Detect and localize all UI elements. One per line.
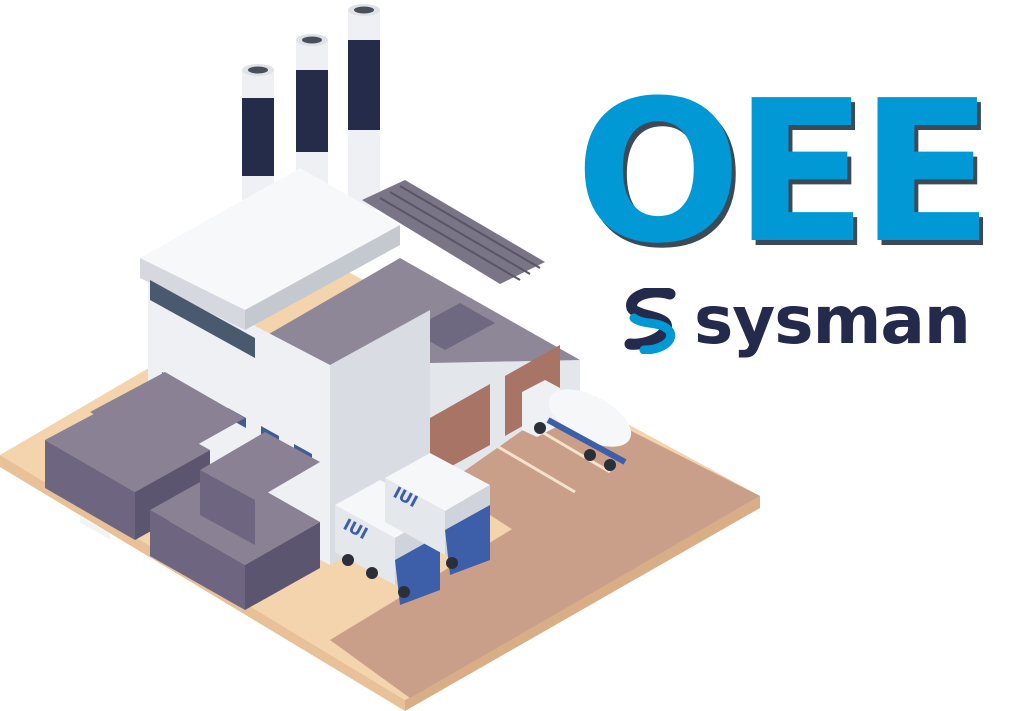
box-truck [385,453,490,575]
sysman-brand: sysman [622,282,971,359]
tanker-truck [522,380,632,471]
oee-title: OEE [575,59,993,287]
shipping-containers [45,372,320,610]
smokestacks [242,4,380,210]
driveway [330,496,760,698]
brand-name: sysman [694,282,971,359]
loading-door [430,384,490,478]
sysman-logo-icon [624,288,676,354]
